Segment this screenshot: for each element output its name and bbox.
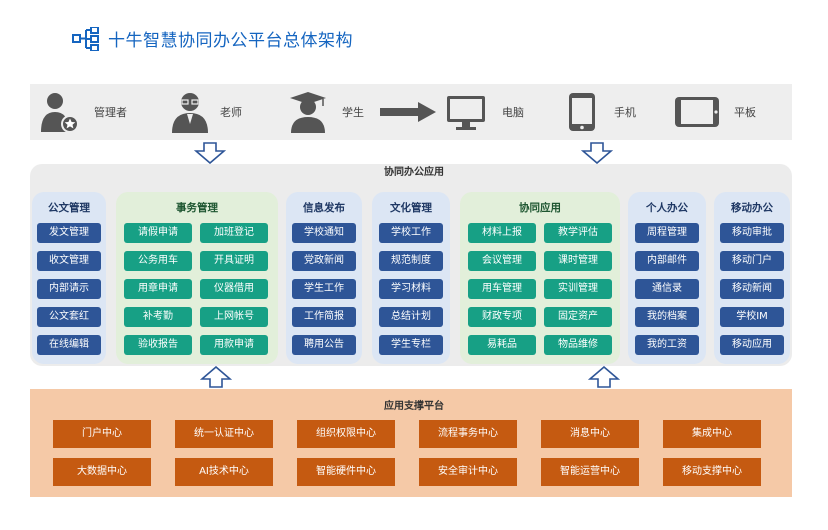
app-button[interactable]: 会议管理 bbox=[468, 251, 536, 271]
org-chart-icon bbox=[72, 27, 99, 51]
column-title: 公文管理 bbox=[48, 202, 90, 214]
support-button[interactable]: 流程事务中心 bbox=[419, 420, 517, 448]
user-label-phone: 手机 bbox=[614, 106, 636, 119]
app-button[interactable]: 学校IM bbox=[720, 307, 784, 327]
phone-icon bbox=[569, 93, 595, 131]
app-button[interactable]: 易耗品 bbox=[468, 335, 536, 355]
support-button[interactable]: 移动支撑中心 bbox=[663, 458, 761, 486]
support-button[interactable]: 统一认证中心 bbox=[175, 420, 273, 448]
app-button[interactable]: 我的工资 bbox=[635, 335, 699, 355]
arrow-up-icon bbox=[200, 366, 232, 388]
app-button[interactable]: 发文管理 bbox=[37, 223, 101, 243]
app-button[interactable]: 上网帐号 bbox=[200, 307, 268, 327]
user-label-student: 学生 bbox=[342, 106, 364, 119]
app-button[interactable]: 总结计划 bbox=[379, 307, 443, 327]
computer-icon bbox=[447, 96, 485, 130]
user-label-manager: 管理者 bbox=[94, 106, 127, 119]
app-button[interactable]: 用车管理 bbox=[468, 279, 536, 299]
column-personal-office: 个人办公 周程管理 内部邮件 通信录 我的档案 我的工资 bbox=[628, 192, 706, 364]
app-button[interactable]: 验收报告 bbox=[124, 335, 192, 355]
column-mobile-office: 移动办公 移动审批 移动门户 移动新闻 学校IM 移动应用 bbox=[714, 192, 790, 364]
column-title: 文化管理 bbox=[390, 202, 432, 214]
manager-icon bbox=[41, 93, 79, 133]
app-button[interactable]: 通信录 bbox=[635, 279, 699, 299]
app-button[interactable]: 党政新闻 bbox=[292, 251, 356, 271]
app-button[interactable]: 补考勤 bbox=[124, 307, 192, 327]
column-title: 协同应用 bbox=[519, 202, 561, 214]
app-button[interactable]: 财政专项 bbox=[468, 307, 536, 327]
app-button[interactable]: 在线编辑 bbox=[37, 335, 101, 355]
column-title: 个人办公 bbox=[646, 202, 688, 214]
column-affairs-management: 事务管理 请假申请 加班登记 公务用车 开具证明 用章申请 仪器借用 补考勤 上… bbox=[116, 192, 278, 364]
student-icon bbox=[290, 92, 326, 133]
column-title: 信息发布 bbox=[303, 202, 345, 214]
column-document-management: 公文管理 发文管理 收文管理 内部请示 公文套红 在线编辑 bbox=[32, 192, 106, 364]
app-button[interactable]: 学习材料 bbox=[379, 279, 443, 299]
support-button[interactable]: 安全审计中心 bbox=[419, 458, 517, 486]
teacher-icon bbox=[172, 93, 208, 133]
app-button[interactable]: 学生专栏 bbox=[379, 335, 443, 355]
support-button[interactable]: 组织权限中心 bbox=[297, 420, 395, 448]
app-button[interactable]: 请假申请 bbox=[124, 223, 192, 243]
column-title: 移动办公 bbox=[731, 202, 773, 214]
column-title: 事务管理 bbox=[176, 202, 218, 214]
app-button[interactable]: 内部请示 bbox=[37, 279, 101, 299]
arrow-down-icon bbox=[581, 142, 613, 164]
support-button[interactable]: 智能运营中心 bbox=[541, 458, 639, 486]
tablet-icon bbox=[675, 97, 719, 127]
app-button[interactable]: 实训管理 bbox=[544, 279, 612, 299]
app-button[interactable]: 工作简报 bbox=[292, 307, 356, 327]
app-button[interactable]: 仪器借用 bbox=[200, 279, 268, 299]
app-panel-title: 协同办公应用 bbox=[384, 167, 444, 178]
arrow-up-icon bbox=[588, 366, 620, 388]
support-button[interactable]: 智能硬件中心 bbox=[297, 458, 395, 486]
app-button[interactable]: 内部邮件 bbox=[635, 251, 699, 271]
users-band: 管理者 老师 学生 电脑 手机 平板 bbox=[30, 84, 792, 140]
app-button[interactable]: 固定资产 bbox=[544, 307, 612, 327]
app-button[interactable]: 我的档案 bbox=[635, 307, 699, 327]
app-button[interactable]: 规范制度 bbox=[379, 251, 443, 271]
app-button[interactable]: 移动审批 bbox=[720, 223, 784, 243]
app-button[interactable]: 公务用车 bbox=[124, 251, 192, 271]
user-label-teacher: 老师 bbox=[220, 106, 242, 119]
app-button[interactable]: 用章申请 bbox=[124, 279, 192, 299]
app-button[interactable]: 周程管理 bbox=[635, 223, 699, 243]
app-button[interactable]: 开具证明 bbox=[200, 251, 268, 271]
column-information-release: 信息发布 学校通知 党政新闻 学生工作 工作简报 聘用公告 bbox=[286, 192, 362, 364]
app-button[interactable]: 移动门户 bbox=[720, 251, 784, 271]
arrow-down-icon bbox=[194, 142, 226, 164]
app-button[interactable]: 收文管理 bbox=[37, 251, 101, 271]
user-label-tablet: 平板 bbox=[734, 106, 756, 119]
support-button[interactable]: 集成中心 bbox=[663, 420, 761, 448]
app-button[interactable]: 学校通知 bbox=[292, 223, 356, 243]
app-button[interactable]: 移动应用 bbox=[720, 335, 784, 355]
user-label-computer: 电脑 bbox=[502, 106, 524, 119]
app-button[interactable]: 学校工作 bbox=[379, 223, 443, 243]
app-button[interactable]: 课时管理 bbox=[544, 251, 612, 271]
support-panel-title: 应用支撑平台 bbox=[384, 401, 444, 412]
arrow-right-icon bbox=[380, 102, 436, 122]
page-title: 十牛智慧协同办公平台总体架构 bbox=[108, 31, 353, 51]
app-button[interactable]: 聘用公告 bbox=[292, 335, 356, 355]
support-button[interactable]: AI技术中心 bbox=[175, 458, 273, 486]
app-button[interactable]: 材料上报 bbox=[468, 223, 536, 243]
app-button[interactable]: 加班登记 bbox=[200, 223, 268, 243]
support-button[interactable]: 门户中心 bbox=[53, 420, 151, 448]
app-button[interactable]: 教学评估 bbox=[544, 223, 612, 243]
column-culture-management: 文化管理 学校工作 规范制度 学习材料 总结计划 学生专栏 bbox=[372, 192, 450, 364]
app-button[interactable]: 物品维修 bbox=[544, 335, 612, 355]
app-button[interactable]: 移动新闻 bbox=[720, 279, 784, 299]
column-collaborative-apps: 协同应用 材料上报 教学评估 会议管理 课时管理 用车管理 实训管理 财政专项 … bbox=[460, 192, 620, 364]
support-button[interactable]: 大数据中心 bbox=[53, 458, 151, 486]
app-button[interactable]: 学生工作 bbox=[292, 279, 356, 299]
app-button[interactable]: 用款申请 bbox=[200, 335, 268, 355]
support-button[interactable]: 消息中心 bbox=[541, 420, 639, 448]
app-button[interactable]: 公文套红 bbox=[37, 307, 101, 327]
